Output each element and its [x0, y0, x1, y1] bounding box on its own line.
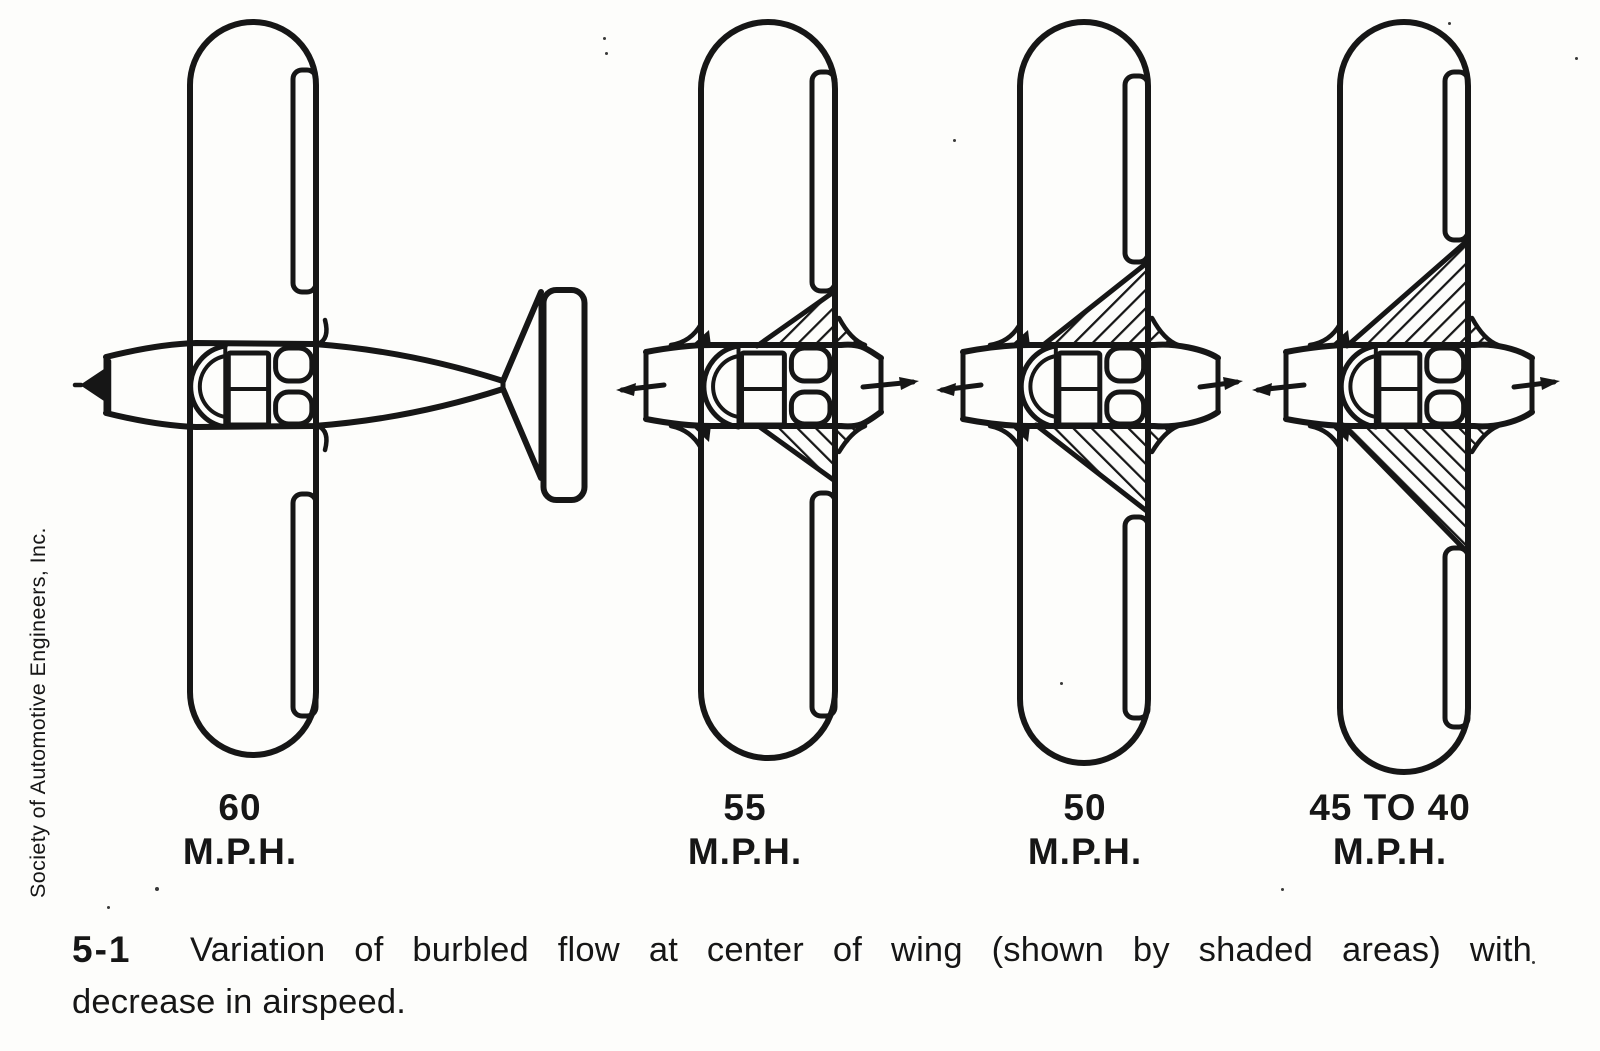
scan-speck [1281, 888, 1284, 891]
aileron-upper [1122, 73, 1151, 265]
airplane-top-view-50-mph [936, 19, 1243, 766]
aileron-lower [809, 490, 838, 719]
aileron-upper [809, 69, 838, 294]
speed-label-50mph: 50 M.P.H. [905, 786, 1265, 873]
figure-number: 5-1 [72, 929, 132, 970]
scan-speck [155, 887, 159, 891]
cabin-canopy [701, 343, 833, 430]
speed-unit: M.P.H. [182, 830, 298, 872]
scan-speck [953, 139, 956, 142]
airflow-arrow-left [936, 382, 984, 396]
airflow-arrow-left [616, 382, 667, 396]
airplane-top-view-55-mph [616, 19, 919, 761]
tail-surfaces [500, 287, 588, 503]
figure-caption-line2: decrease in airspeed. [72, 983, 407, 1021]
cabin-canopy [188, 343, 315, 430]
aileron-lower [1122, 514, 1151, 721]
scan-speck [107, 906, 110, 909]
burbled-flow-shaded-area [754, 288, 859, 484]
speed-unit: M.P.H. [687, 830, 803, 872]
scan-speck [603, 37, 606, 40]
speed-unit: M.P.H. [1027, 830, 1143, 872]
airflow-arrow-right [1511, 377, 1560, 390]
figure-drawing [72, 19, 1560, 775]
scan-speck [1060, 682, 1063, 685]
scan-speck [1532, 961, 1535, 964]
speed-value: 45 TO 40 [1309, 787, 1471, 828]
aileron-upper [290, 67, 319, 295]
figure-caption-line1: Variation of burbled flow at center of w… [190, 931, 1532, 969]
speed-value: 50 [1063, 787, 1107, 828]
airplane-top-view-45-to-40-mph [1252, 19, 1560, 775]
burbled-flow-shaded-area [1033, 259, 1172, 515]
airflow-arrow-right [1197, 377, 1243, 390]
speed-label-60mph: 60 M.P.H. [60, 786, 420, 873]
aileron-lower [290, 491, 319, 719]
airflow-arrow-left [1252, 382, 1307, 396]
scan-speck [605, 52, 608, 55]
cabin-canopy [1338, 343, 1467, 430]
airflow-arrow-right [860, 377, 919, 390]
airplane-top-view-60-mph [72, 19, 588, 758]
aileron-lower [1442, 545, 1471, 730]
speed-unit: M.P.H. [1332, 830, 1448, 872]
scan-speck [1448, 22, 1451, 25]
speed-label-45-40mph: 45 TO 40 M.P.H. [1210, 786, 1570, 873]
speed-value: 55 [723, 787, 767, 828]
scan-speck [1078, 815, 1081, 818]
cabin-canopy [1018, 343, 1147, 430]
scan-speck [1575, 57, 1578, 60]
aileron-upper [1442, 69, 1471, 243]
speed-label-55mph: 55 M.P.H. [565, 786, 925, 873]
speed-value: 60 [218, 787, 262, 828]
burbled-flow-shaded-area [1340, 237, 1492, 556]
